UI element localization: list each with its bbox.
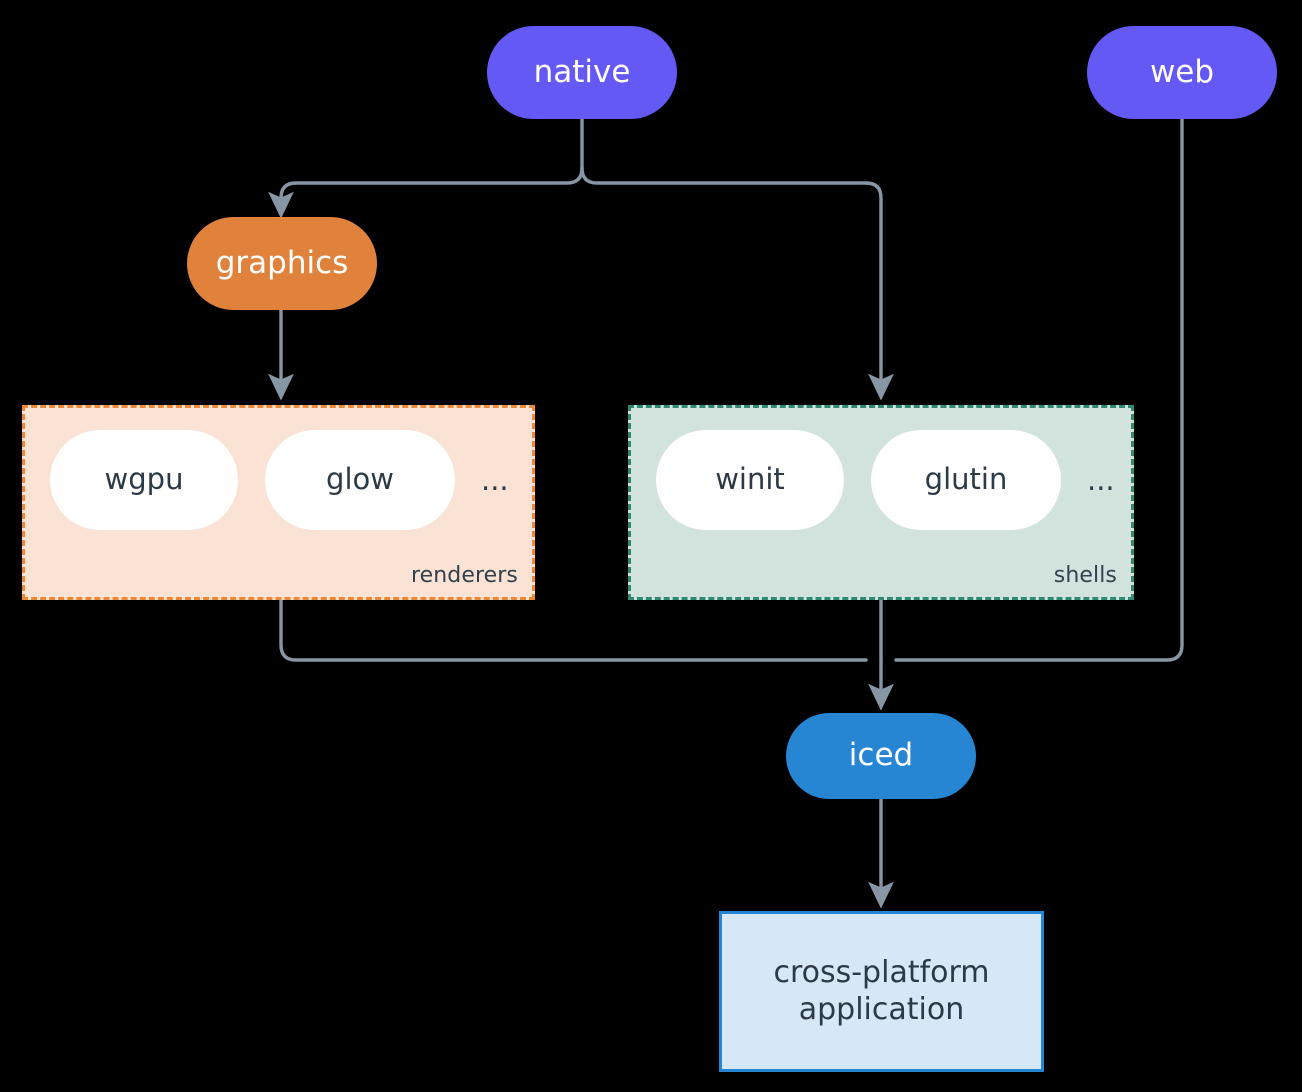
node-winit-label: winit: [715, 462, 785, 497]
group-shells-caption: shells: [1053, 563, 1117, 588]
group-renderers-caption: renderers: [410, 563, 518, 588]
node-winit[interactable]: winit: [656, 430, 844, 530]
node-wgpu-label: wgpu: [104, 462, 184, 497]
edge-renderers-iced: [279, 598, 868, 662]
node-iced[interactable]: iced: [786, 713, 976, 799]
node-native-label: native: [533, 53, 631, 90]
node-native[interactable]: native: [487, 26, 677, 119]
edge-native-shells: [580, 166, 894, 401]
node-web-label: web: [1149, 53, 1215, 90]
node-cross-platform-application-label: cross-platform application: [773, 954, 990, 1027]
node-glutin-label: glutin: [924, 462, 1008, 497]
renderers-ellipsis-icon: ...: [481, 463, 509, 497]
node-web[interactable]: web: [1087, 26, 1277, 119]
node-glutin[interactable]: glutin: [871, 430, 1061, 530]
node-glow-label: glow: [326, 462, 394, 497]
node-graphics[interactable]: graphics: [187, 217, 377, 310]
node-iced-label: iced: [848, 737, 914, 774]
node-graphics-label: graphics: [215, 244, 349, 281]
node-glow[interactable]: glow: [265, 430, 455, 530]
node-wgpu[interactable]: wgpu: [50, 430, 238, 530]
edge-native-graphics: [268, 166, 584, 219]
node-cross-platform-application[interactable]: cross-platform application: [719, 911, 1044, 1072]
shells-ellipsis-icon: ...: [1087, 463, 1115, 497]
